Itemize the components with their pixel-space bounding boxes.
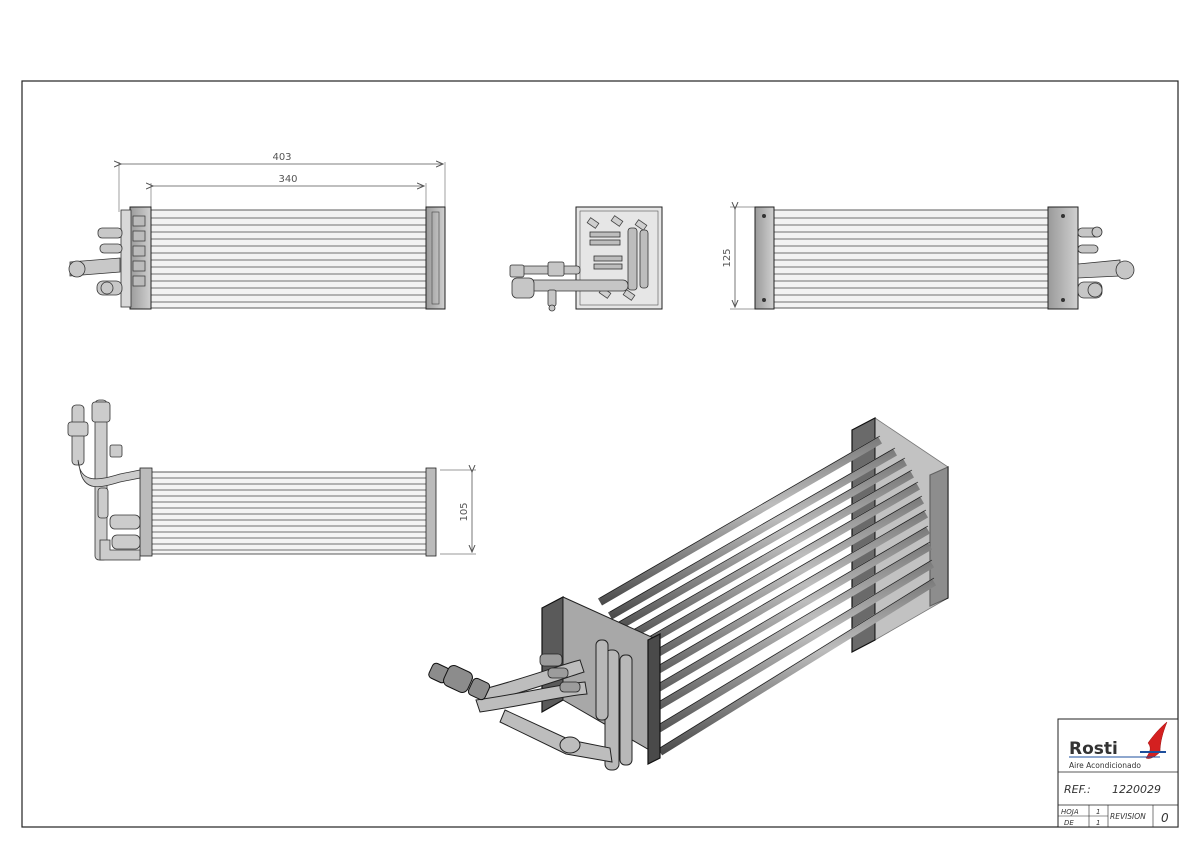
revision-label: REVISION: [1110, 812, 1146, 821]
rosti-logo: Rosti Aire Acondicionado: [1069, 721, 1168, 770]
dim-125-label: 125: [722, 248, 733, 267]
ref-value: 1220029: [1112, 783, 1161, 796]
hoja-label: HOJA: [1061, 808, 1079, 816]
de-label: DE: [1064, 819, 1074, 827]
dim-340-label: 340: [278, 174, 297, 185]
top-view: 105: [67, 399, 476, 561]
sheet-border: [21, 80, 1179, 828]
front-view: 403 340: [68, 152, 446, 310]
dimension-overall-length: 403: [119, 152, 446, 212]
side-view: [509, 206, 663, 312]
brand-tagline: Aire Acondicionado: [1069, 761, 1141, 770]
de-value: 1: [1096, 819, 1100, 827]
ref-label: REF.:: [1064, 783, 1091, 796]
title-block: Rosti Aire Acondicionado REF.: 1220029 H…: [1057, 718, 1179, 828]
dim-105-label: 105: [459, 502, 470, 521]
dim-403-label: 403: [272, 152, 291, 163]
revision-value: 0: [1161, 811, 1169, 825]
dimension-depth: 105: [440, 470, 476, 555]
isometric-view: [428, 417, 949, 771]
hoja-value: 1: [1096, 808, 1100, 816]
brand-name: Rosti: [1069, 739, 1118, 759]
dimension-height: 125: [722, 207, 756, 310]
back-view: 125: [722, 207, 1135, 310]
dimension-core-length: 340: [151, 174, 427, 212]
